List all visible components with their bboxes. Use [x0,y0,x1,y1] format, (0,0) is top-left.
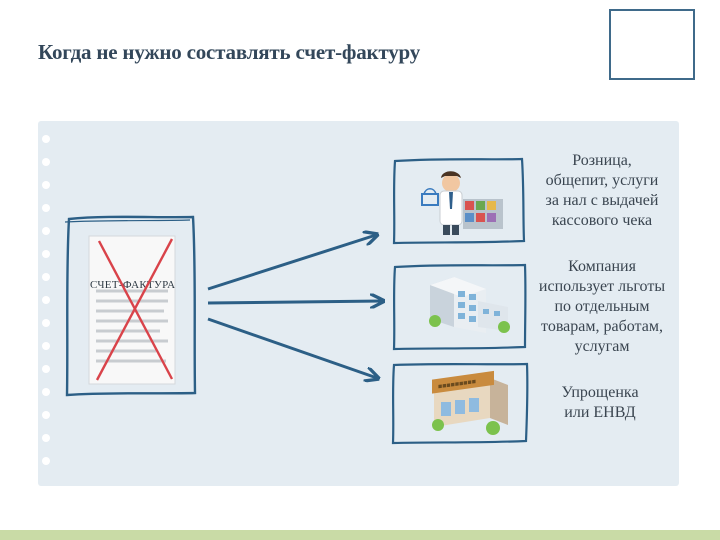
case-text-retail: Розница, общепит, услуги за нал с выдаче… [531,151,673,231]
arrow-to-simplified [208,319,377,378]
shopkeeper-icon [422,171,503,235]
case-text-benefits: Компания использует льготы по отдельным … [526,257,678,357]
page-title: Когда не нужно составлять счет-фактуру [38,40,420,65]
case-text-simplified: Упрощенка или ЕНВД [541,383,659,423]
footer-bar [0,530,720,540]
office-building-icon [429,277,510,333]
arrow-to-retail [208,235,376,289]
empty-placeholder-box [609,9,695,80]
diagram-panel: СЧЕТ-ФАКТУРА [38,121,679,486]
storefront-icon: ■■■■■■■■■ [432,371,508,435]
invoice-label: СЧЕТ-ФАКТУРА [90,279,175,291]
arrow-to-benefits [208,301,382,303]
